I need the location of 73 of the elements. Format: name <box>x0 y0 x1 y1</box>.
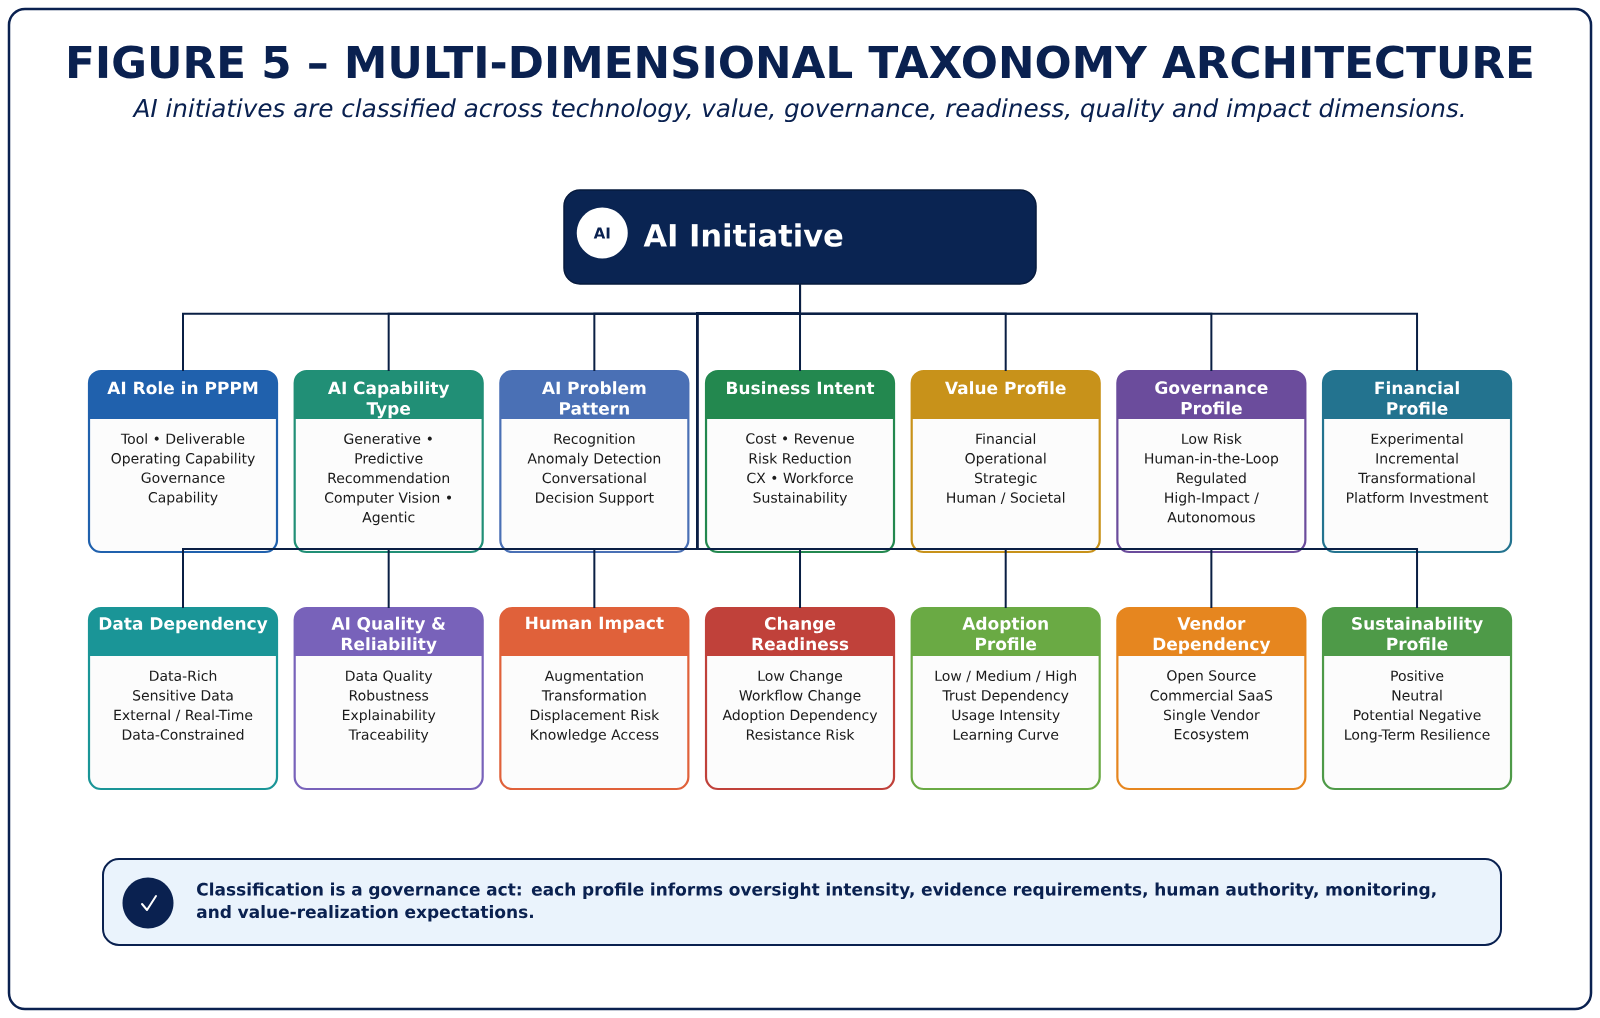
list-item: Positive <box>1391 670 1444 682</box>
list-item: Trust Dependency <box>942 689 1069 704</box>
list-item: Data Quality <box>346 670 433 684</box>
list-item: Robustness <box>349 689 429 701</box>
card-header: Human Impact <box>500 608 689 656</box>
note-box: Classification is a governance act: each profile informs oversight intensity, evidence requirements, human authority, monitoring, and value-realization expectations. <box>102 858 1502 946</box>
card-header: AI Quality & Reliability <box>294 608 483 656</box>
list-item: Anomaly Detection <box>527 452 661 467</box>
list-item: Low Change <box>758 670 843 684</box>
list-item: Sensitive Data <box>133 689 233 701</box>
list-item: Data-Rich <box>150 670 217 682</box>
list-item: Recognition <box>554 433 635 447</box>
title: FIGURE 5 – MULTI-DIMENSIONAL TAXONOMY ARCHITECTURE <box>69 45 1532 79</box>
list-item: Neutral <box>1392 689 1442 701</box>
card-header: Change Readiness <box>706 608 894 656</box>
card-header: Data Dependency <box>89 608 277 656</box>
badge: AI <box>576 207 628 259</box>
list-item: Commercial SaaS <box>1150 689 1273 701</box>
list-item: Knowledge Access <box>531 729 659 743</box>
list-item: Data-Constrained <box>122 729 244 740</box>
list-item: Low / Medium / High <box>935 670 1076 684</box>
list-item: Tool • Deliverable <box>120 433 245 445</box>
card-header: Business Intent <box>706 371 894 419</box>
list-item: Human / Societal <box>947 492 1065 504</box>
list-item: Ecosystem <box>1174 729 1249 743</box>
card-header: Financial Profile <box>1323 371 1512 419</box>
list-item: Explainability <box>343 709 436 723</box>
list-item: Conversational <box>542 472 646 484</box>
card-header: AI Problem Pattern <box>500 371 689 419</box>
list-item: Displacement Risk <box>530 709 660 723</box>
card-header: AI Role in PPPM <box>89 371 277 419</box>
list-item: Decision Support <box>536 492 654 506</box>
list-item: Incremental <box>1376 452 1458 464</box>
card-header: Adoption Profile <box>911 608 1100 656</box>
list-item: Learning Curve <box>953 729 1059 743</box>
subtitle: AI initiatives are classified across technology, value, governance, readiness, quality and impact dimensions. <box>132 98 1464 123</box>
list-item: Risk Reduction <box>749 452 851 464</box>
card-header: Vendor Dependency <box>1117 608 1306 656</box>
list-item: External / Real-Time <box>114 709 253 722</box>
list-item: Experimental <box>1371 433 1463 447</box>
list-item: Potential Negative <box>1354 709 1481 723</box>
list-item: Resistance Risk <box>746 729 855 740</box>
list-item: Human-in-the-Loop <box>1145 452 1279 467</box>
list-item: Regulated <box>1177 472 1246 486</box>
list-item: Operational <box>965 452 1046 467</box>
list-item: Transformational <box>1358 472 1475 484</box>
card-header: Value Profile <box>911 371 1100 419</box>
connector-line <box>696 283 1419 608</box>
list-item: Augmentation <box>544 670 643 684</box>
list-item: Usage Intensity <box>952 709 1060 723</box>
list-item: Adoption Dependency <box>722 709 878 723</box>
list-item: Sustainability <box>753 492 848 506</box>
list-item: Traceability <box>348 729 429 743</box>
list-item: Single Vendor <box>1163 709 1260 723</box>
list-item: Open Source <box>1167 670 1256 684</box>
card-header: Sustainability Profile <box>1323 608 1512 656</box>
list-item: Transformation <box>541 689 646 701</box>
list-item: Low Risk <box>1182 433 1242 445</box>
list-item: Long-Term Resilience <box>1345 729 1490 743</box>
card-header: Governance Profile <box>1117 371 1306 419</box>
list-item: High-Impact / Autonomous <box>1165 492 1259 523</box>
list-item: Cost • Revenue <box>746 433 854 444</box>
list-item: Workflow Change <box>739 689 861 704</box>
list-item: Platform Investment <box>1347 492 1489 503</box>
list-item: Generative • Predictive <box>344 433 432 464</box>
list-item: Strategic <box>974 472 1037 486</box>
list-item: Computer Vision • Agentic <box>325 492 452 526</box>
list-item: Financial <box>976 433 1036 445</box>
list-item: Operating Capability <box>111 452 255 467</box>
list-item: Recommendation <box>328 472 449 484</box>
list-item: Governance Capability <box>141 472 225 506</box>
list-item: CX • Workforce <box>747 472 853 484</box>
card-header: AI Capability Type <box>294 371 483 419</box>
